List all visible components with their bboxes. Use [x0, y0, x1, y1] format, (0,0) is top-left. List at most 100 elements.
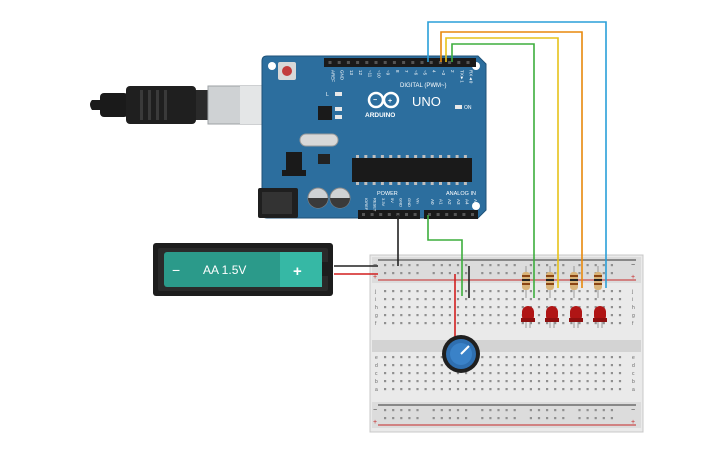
terminal-hole — [473, 298, 476, 301]
terminal-hole — [440, 322, 443, 325]
terminal-hole — [578, 306, 581, 309]
terminal-hole — [473, 306, 476, 309]
wire-orange — [440, 31, 583, 288]
terminal-hole — [384, 380, 387, 383]
terminal-hole — [505, 314, 508, 317]
led-on — [455, 105, 462, 109]
terminal-hole — [618, 322, 622, 325]
terminal-hole — [456, 314, 460, 317]
terminal-hole — [513, 380, 516, 383]
terminal-hole — [424, 380, 427, 383]
terminal-hole — [392, 356, 395, 359]
rail-hole — [416, 417, 419, 420]
rail-hole — [384, 417, 387, 420]
terminal-hole — [400, 322, 403, 325]
terminal-hole — [602, 380, 605, 383]
row-letter: d — [632, 363, 635, 369]
rail-hole — [505, 272, 508, 275]
terminal-hole — [513, 372, 516, 375]
terminal-hole — [505, 380, 508, 383]
rail-hole — [594, 417, 597, 420]
terminal-hole — [481, 388, 484, 391]
terminal-hole — [456, 380, 460, 383]
terminal-hole — [392, 322, 395, 325]
terminal-hole — [594, 388, 597, 391]
terminal-hole — [408, 290, 411, 293]
chip-pin — [372, 155, 376, 158]
terminal-hole — [497, 290, 500, 293]
terminal-hole — [562, 388, 565, 391]
row-letter: g — [375, 313, 378, 319]
rail-minus-top-right: − — [631, 262, 635, 269]
terminal-hole — [546, 290, 549, 293]
terminal-hole — [440, 314, 443, 317]
rail-hole — [497, 272, 500, 275]
terminal-hole — [537, 356, 541, 359]
chip-pin — [397, 182, 401, 185]
terminal-hole — [400, 380, 403, 383]
terminal-hole — [432, 322, 435, 325]
rail-hole — [602, 409, 605, 412]
terminal-hole — [570, 322, 573, 325]
terminal-hole — [546, 380, 549, 383]
terminal-hole — [546, 322, 549, 325]
terminal-hole — [578, 290, 581, 293]
terminal-hole — [602, 298, 605, 301]
terminal-hole — [586, 356, 589, 359]
terminal-hole — [432, 364, 435, 367]
terminal-hole — [456, 306, 460, 309]
terminal-hole — [602, 322, 605, 325]
rail-hole — [384, 409, 387, 412]
row-letter: b — [375, 379, 378, 385]
terminal-hole — [465, 306, 468, 309]
header-hole — [362, 213, 365, 216]
rail-hole — [465, 272, 468, 275]
rail-hole — [448, 417, 451, 420]
terminal-hole — [586, 306, 589, 309]
terminal-hole — [554, 380, 557, 383]
terminal-hole — [440, 298, 443, 301]
terminal-hole — [618, 314, 622, 317]
terminal-hole — [594, 298, 597, 301]
rail-hole — [432, 417, 435, 420]
terminal-hole — [424, 372, 427, 375]
terminal-hole — [513, 314, 516, 317]
terminal-hole — [586, 388, 589, 391]
digital-pin-label: 7 — [404, 70, 409, 73]
rail-hole — [554, 417, 557, 420]
terminal-hole — [513, 364, 516, 367]
header-hole — [429, 61, 433, 64]
header-hole — [428, 213, 431, 216]
digital-pin-label: GND — [340, 70, 345, 81]
terminal-hole — [408, 298, 411, 301]
terminal-hole — [489, 314, 492, 317]
terminal-hole — [610, 380, 613, 383]
header-hole — [438, 61, 442, 64]
terminal-hole — [440, 306, 443, 309]
terminal-hole — [384, 356, 387, 359]
terminal-hole — [440, 380, 443, 383]
digital-pin-label: ~10 — [377, 70, 382, 78]
analog-pin-label: A2 — [447, 199, 452, 205]
terminal-hole — [529, 364, 532, 367]
terminal-hole — [578, 322, 581, 325]
rail-hole — [392, 417, 395, 420]
terminal-hole — [392, 290, 395, 293]
terminal-hole — [400, 306, 403, 309]
terminal-hole — [456, 322, 460, 325]
row-letter: a — [632, 387, 635, 393]
terminal-hole — [489, 380, 492, 383]
terminal-hole — [384, 298, 387, 301]
terminal-hole — [400, 388, 403, 391]
terminal-hole — [513, 306, 516, 309]
terminal-hole — [481, 380, 484, 383]
header-hole — [356, 61, 360, 64]
rail-hole — [602, 264, 605, 267]
row-letter: b — [632, 379, 635, 385]
rail-hole — [384, 272, 387, 275]
rail-hole — [489, 272, 492, 275]
chip-pin — [414, 155, 418, 158]
row-letter: j — [374, 289, 376, 295]
rail-hole — [432, 409, 435, 412]
